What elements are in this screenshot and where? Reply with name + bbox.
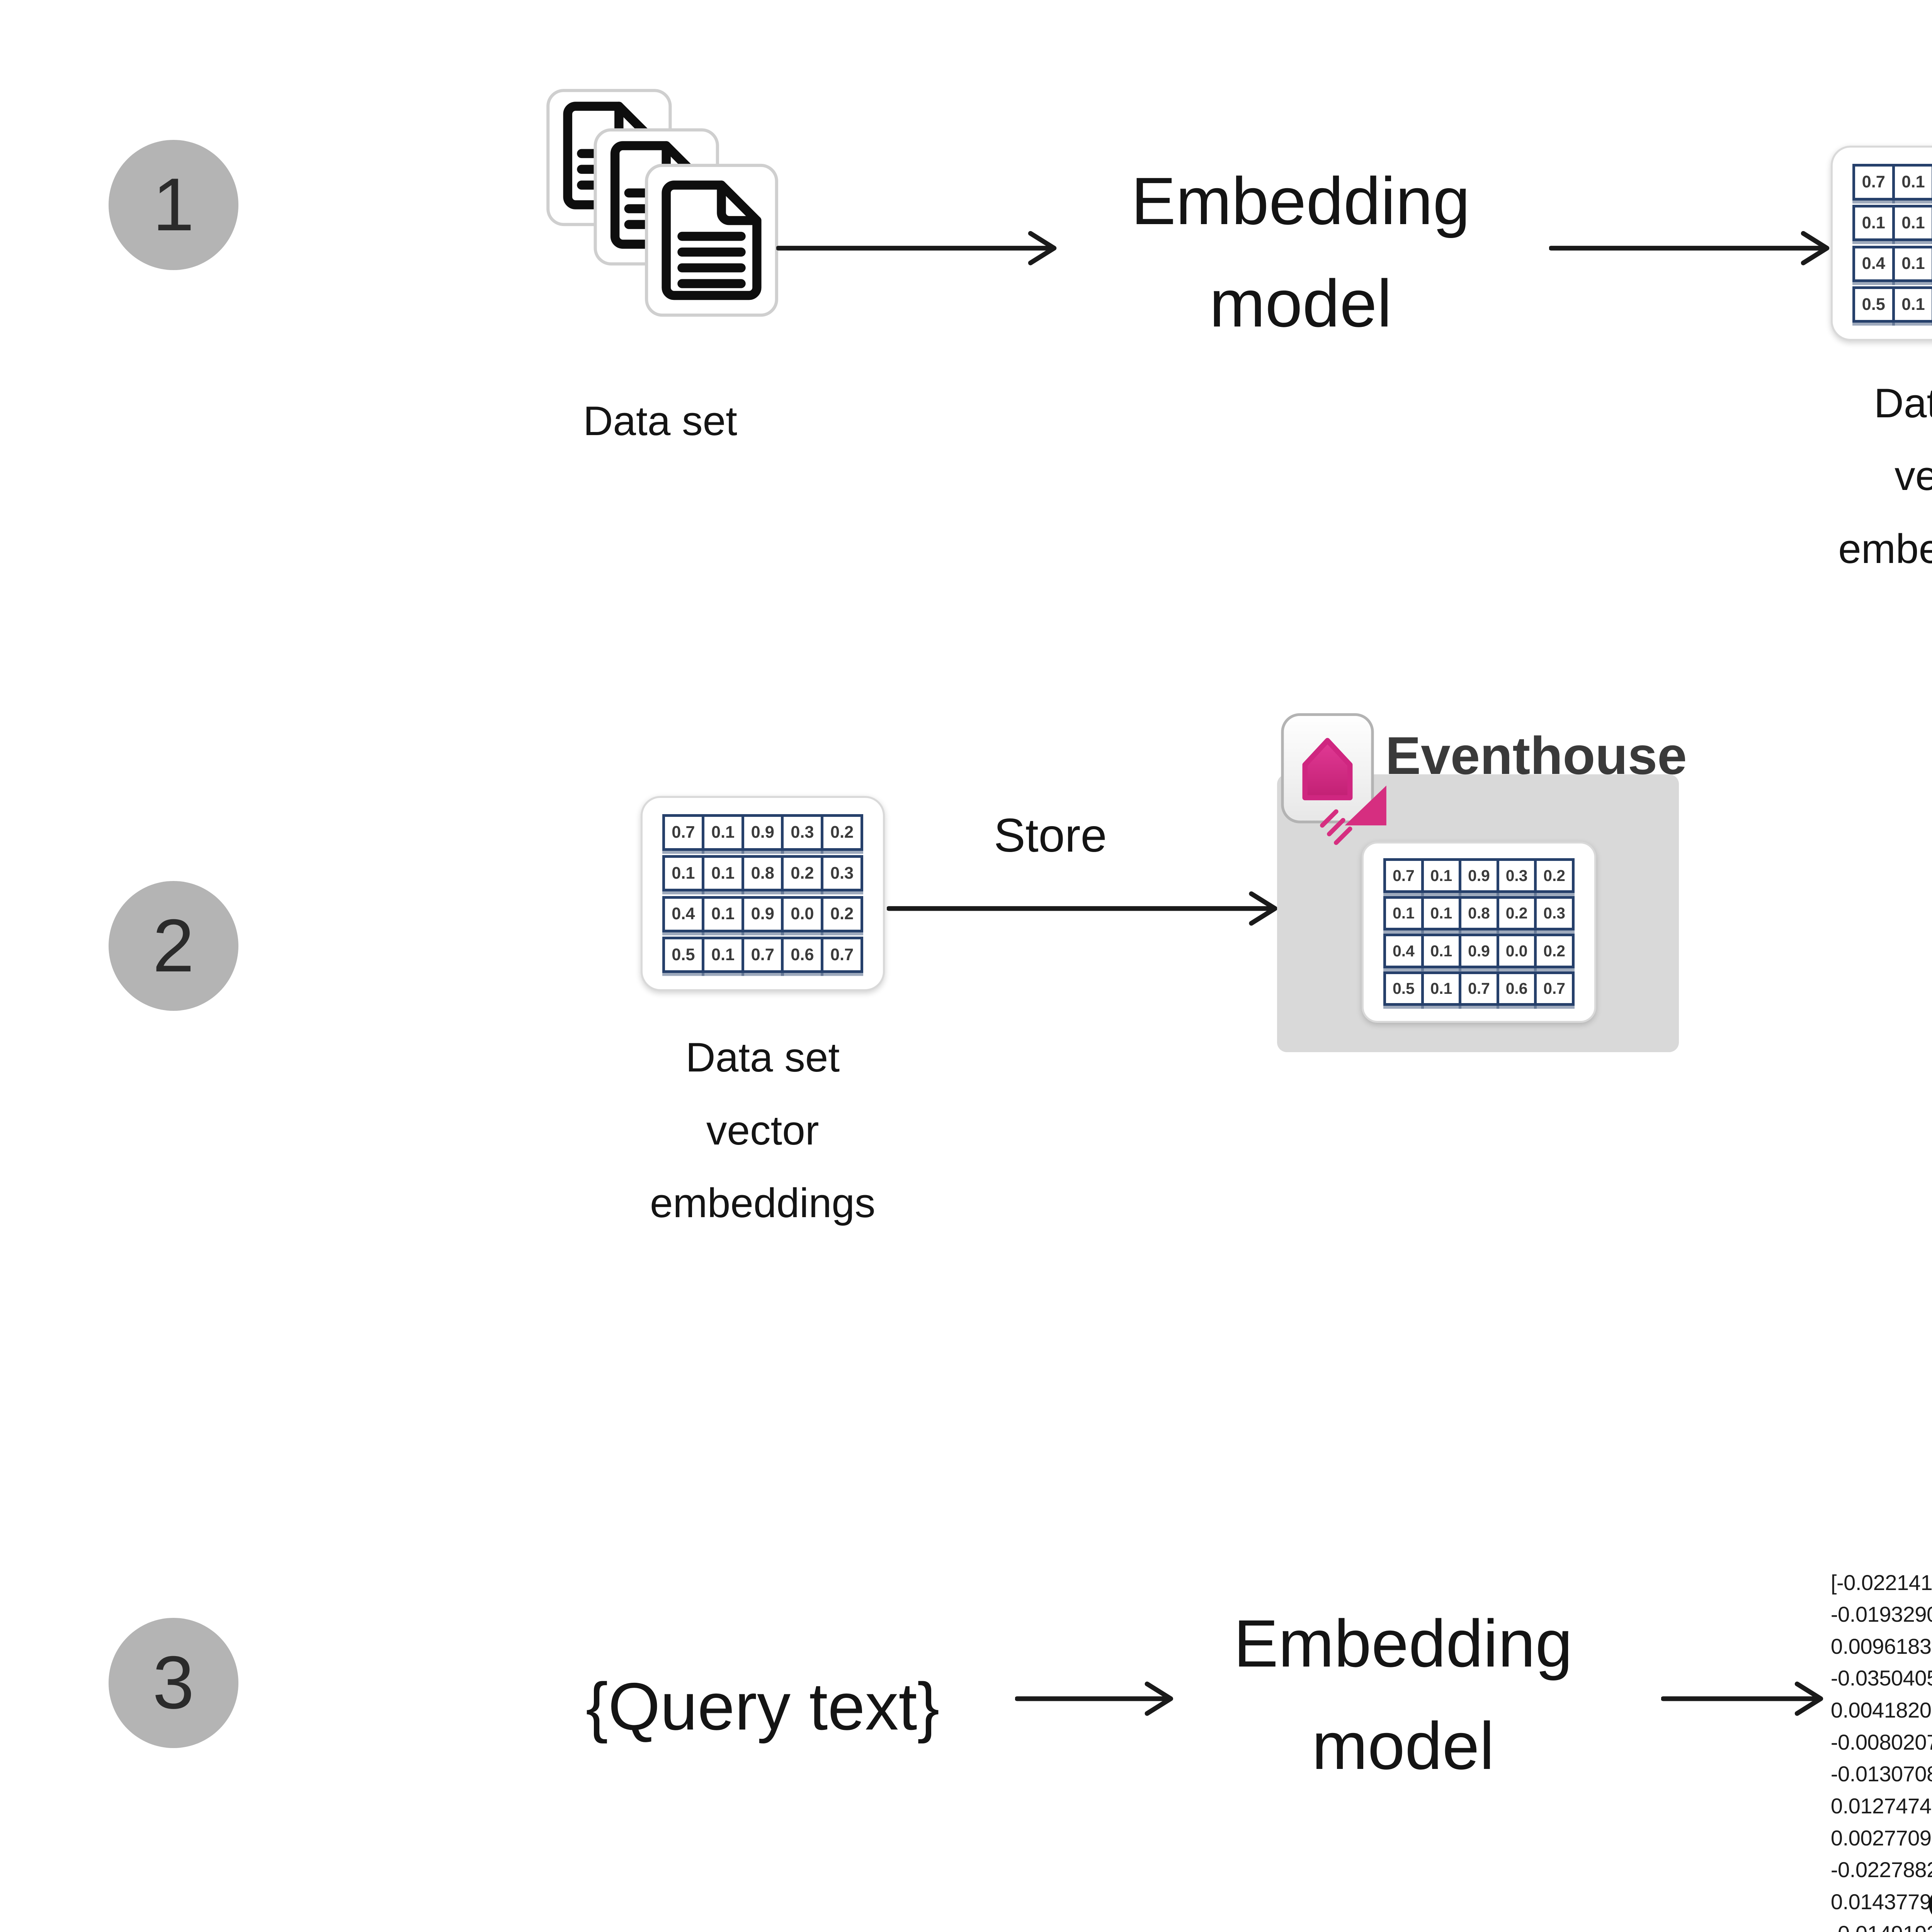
vector-cell: 0.1 <box>1421 971 1462 1006</box>
vector-cell: 0.1 <box>1421 934 1462 968</box>
vector-row: 0.70.10.90.30.2 <box>1852 164 1932 201</box>
vector-cell: 0.1 <box>1892 164 1932 201</box>
dataset-vector-matrix-card: 0.70.10.90.30.20.10.10.80.20.30.40.10.90… <box>1830 146 1932 341</box>
vector-row: 0.40.10.90.00.2 <box>1852 245 1932 282</box>
vector-cell: 0.8 <box>741 855 784 892</box>
data-set-label: Data set <box>583 397 737 444</box>
vector-cell: 0.0 <box>1496 934 1537 968</box>
vector-cell: 0.1 <box>702 814 744 851</box>
vector-cell: 0.5 <box>662 937 705 973</box>
embedding-model-label: Embedding model <box>1131 163 1470 341</box>
vector-cell: 0.1 <box>1421 858 1462 893</box>
vector-cell: 0.4 <box>1383 934 1424 968</box>
arrow-right-icon <box>887 891 1277 926</box>
vector-cell: 0.1 <box>1892 245 1932 282</box>
vector-cell: 0.1 <box>1383 896 1424 931</box>
vector-cell: 0.3 <box>781 814 824 851</box>
vector-cell: 0.1 <box>702 896 744 932</box>
step-1-badge: 1 <box>108 140 239 270</box>
vector-cell: 0.7 <box>1459 971 1499 1006</box>
dataset-vector-embeddings-label: Data set vector embeddings <box>1838 379 1932 572</box>
vector-cell: 0.1 <box>1852 204 1895 242</box>
step-3-badge: 3 <box>108 1618 239 1748</box>
embedding-model-label: Embedding model <box>1233 1605 1573 1783</box>
eventhouse-title: Eventhouse <box>1385 726 1687 786</box>
query-text-label: {Query text} <box>585 1669 940 1744</box>
dataset-vector-embeddings-label: Data set vector embeddings <box>650 1034 876 1226</box>
vector-cell: 0.1 <box>1421 896 1462 931</box>
arrow-right-icon <box>1549 231 1829 265</box>
step-number: 1 <box>152 163 194 247</box>
vector-row: 0.50.10.70.60.7 <box>1852 286 1932 323</box>
vector-cell: 0.3 <box>1534 896 1575 931</box>
arrow-right-icon <box>776 231 1057 265</box>
store-label: Store <box>994 809 1107 862</box>
arrow-right-icon <box>1661 1681 1823 1716</box>
vector-cell: 0.9 <box>741 814 784 851</box>
vector-cell: 0.3 <box>1496 858 1537 893</box>
vector-cell: 0.1 <box>702 855 744 892</box>
eventhouse-icon <box>1281 713 1386 845</box>
vector-cell: 0.1 <box>1892 204 1932 242</box>
vector-cell: 0.9 <box>741 896 784 932</box>
vector-cell: 0.4 <box>1852 245 1895 282</box>
step-2-badge: 2 <box>108 881 239 1011</box>
step-number: 2 <box>152 904 194 988</box>
vector-cell: 0.7 <box>821 937 863 973</box>
vector-cell: 0.7 <box>1383 858 1424 893</box>
arrow-right-icon <box>1015 1681 1173 1716</box>
vector-cell: 0.2 <box>1496 896 1537 931</box>
vector-cell: 0.7 <box>1852 164 1895 201</box>
vector-cell: 0.5 <box>1383 971 1424 1006</box>
vector-cell: 0.2 <box>781 855 824 892</box>
vector-cell: 0.1 <box>662 855 705 892</box>
query-vector-embedding-label: Query vector embedding <box>1878 1868 1932 1932</box>
vector-cell: 0.0 <box>781 896 824 932</box>
vector-cell: 0.4 <box>662 896 705 932</box>
vector-cell: 0.5 <box>1852 286 1895 323</box>
vector-cell: 0.6 <box>781 937 824 973</box>
vector-cell: 0.3 <box>821 855 863 892</box>
vector-cell: 0.6 <box>1496 971 1537 1006</box>
vector-cell: 0.2 <box>1534 934 1575 968</box>
vector-cell: 0.9 <box>1459 858 1499 893</box>
vector-cell: 0.2 <box>821 814 863 851</box>
step-number: 3 <box>152 1641 194 1725</box>
vector-cell: 0.7 <box>662 814 705 851</box>
vector-cell: 0.9 <box>1459 934 1499 968</box>
documents-icon <box>546 89 778 317</box>
vector-cell: 0.8 <box>1459 896 1499 931</box>
vector-cell: 0.2 <box>821 896 863 932</box>
vector-cell: 0.1 <box>1892 286 1932 323</box>
vector-cell: 0.7 <box>1534 971 1575 1006</box>
vector-cell: 0.1 <box>702 937 744 973</box>
vector-row: 0.10.10.80.20.3 <box>1852 204 1932 242</box>
vector-cell: 0.2 <box>1534 858 1575 893</box>
vector-cell: 0.7 <box>741 937 784 973</box>
query-vector-text: [-0.022141311317682266, -0.0193290878087… <box>1830 1570 1932 1932</box>
